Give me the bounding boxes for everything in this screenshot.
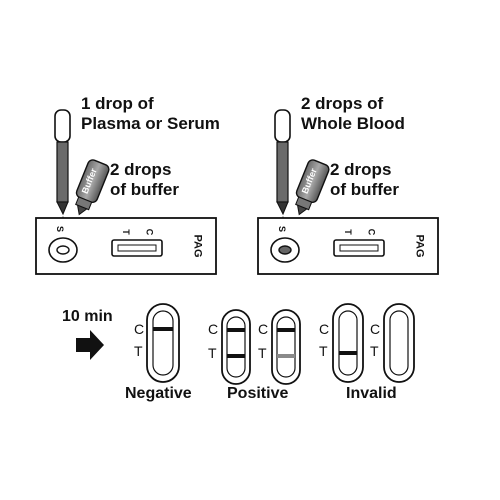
left-cassette-name: PAG — [191, 234, 204, 258]
left-cassette — [35, 217, 217, 275]
left-buffer-instruction-line2: of buffer — [110, 180, 179, 199]
invalid-strip-test-only — [332, 303, 364, 383]
right-sample-well-mark: S — [277, 225, 288, 233]
positive-strip-strong — [221, 309, 251, 385]
left-buffer-bottle — [75, 159, 110, 216]
negative-c-mark: C — [134, 321, 145, 337]
invalid-strip-blank — [383, 303, 415, 383]
right-t-mark: T — [342, 229, 353, 235]
negative-strip — [146, 303, 180, 383]
left-c-mark: C — [144, 228, 155, 236]
arrow-right-icon — [76, 330, 104, 360]
positive-faint-test-line — [277, 354, 295, 358]
negative-t-mark: T — [134, 343, 143, 359]
positive-strong-test-line — [227, 354, 245, 358]
left-sample-instruction-line1: 1 drop of — [81, 94, 154, 113]
positive-strip-faint — [271, 309, 301, 385]
positive-faint-control-line — [277, 328, 295, 332]
negative-label: Negative — [125, 385, 192, 402]
right-c-mark: C — [366, 228, 377, 236]
positive-strong-t-mark: T — [208, 345, 217, 361]
left-sample-well-mark: S — [55, 225, 66, 233]
invalid-test-line — [339, 351, 357, 355]
right-buffer-instruction-line2: of buffer — [330, 180, 399, 199]
right-cassette-name: PAG — [413, 234, 426, 258]
positive-faint-t-mark: T — [258, 345, 267, 361]
invalid-test-only-c-mark: C — [319, 321, 330, 337]
incubation-time: 10 min — [62, 308, 113, 325]
left-t-mark: T — [120, 229, 131, 235]
invalid-blank-c-mark: C — [370, 321, 381, 337]
right-sample-instruction-line2: Whole Blood — [301, 114, 405, 133]
positive-label: Positive — [227, 385, 289, 402]
invalid-blank-t-mark: T — [370, 343, 379, 359]
invalid-test-only-t-mark: T — [319, 343, 328, 359]
left-sample-instruction-line2: Plasma or Serum — [81, 114, 220, 133]
left-dropper — [54, 109, 71, 223]
right-dropper — [274, 109, 291, 223]
right-buffer-bottle — [295, 159, 330, 216]
right-buffer-instruction-line1: 2 drops — [330, 160, 392, 179]
right-sample-instruction-line1: 2 drops of — [301, 94, 384, 113]
negative-control-line — [153, 327, 173, 331]
positive-faint-c-mark: C — [258, 321, 269, 337]
positive-strong-control-line — [227, 328, 245, 332]
left-buffer-instruction-line1: 2 drops — [110, 160, 172, 179]
right-cassette — [257, 217, 439, 275]
positive-strong-c-mark: C — [208, 321, 219, 337]
invalid-label: Invalid — [346, 385, 397, 402]
